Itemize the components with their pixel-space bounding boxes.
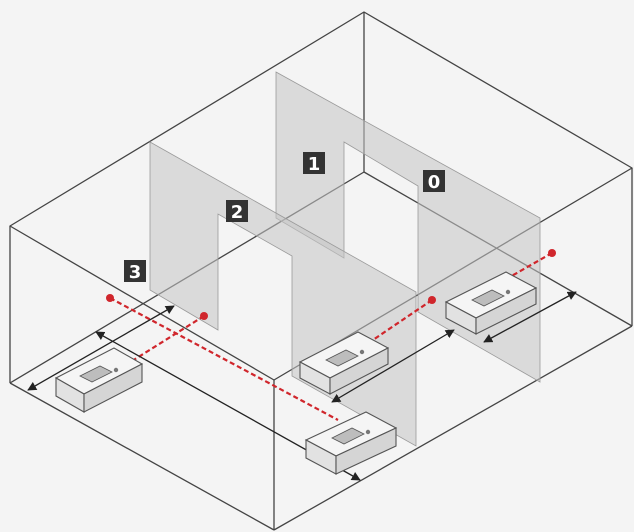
laser-dot-icon bbox=[548, 249, 556, 257]
laser-distance-meter-icon bbox=[298, 331, 390, 395]
laser-dot-icon bbox=[200, 312, 208, 320]
laser-distance-meter-icon bbox=[54, 347, 144, 413]
badge-0-label: 0 bbox=[428, 172, 441, 193]
device-button bbox=[365, 429, 371, 435]
badge-1: 1 bbox=[303, 152, 325, 175]
measure-arrow-length-0 bbox=[483, 291, 577, 343]
badge-2-label: 2 bbox=[231, 202, 244, 223]
laser-dots bbox=[106, 249, 556, 320]
device-front-face bbox=[475, 287, 537, 335]
device-screen bbox=[471, 289, 505, 307]
laser-distance-meter-icon bbox=[304, 411, 398, 475]
badge-3: 3 bbox=[124, 260, 146, 283]
badge-3-label: 3 bbox=[129, 262, 142, 283]
device-button bbox=[113, 367, 119, 373]
laser-dot-icon bbox=[106, 294, 114, 302]
measure-arrow-length-1 bbox=[331, 329, 455, 403]
device-front-face bbox=[335, 427, 397, 475]
laser-dot-icon bbox=[428, 296, 436, 304]
badge-2-box bbox=[226, 200, 248, 222]
laser-line-0 bbox=[493, 252, 553, 287]
device-button bbox=[359, 349, 365, 355]
devices bbox=[54, 271, 538, 475]
badge-0: 0 bbox=[423, 170, 445, 193]
badge-1-box bbox=[303, 152, 325, 174]
room-floor-right-edge bbox=[273, 325, 633, 531]
device-front-face bbox=[83, 363, 143, 413]
device-screen bbox=[79, 365, 113, 383]
badge-0-box bbox=[423, 170, 445, 192]
badge-1-label: 1 bbox=[308, 154, 321, 175]
device-screen bbox=[331, 427, 365, 445]
device-screen bbox=[325, 349, 359, 367]
badge-3-box bbox=[124, 260, 146, 282]
badge-2: 2 bbox=[226, 200, 248, 223]
device-front-face bbox=[329, 347, 389, 395]
measure-arrow-length-2 bbox=[27, 305, 175, 391]
laser-distance-meter-icon bbox=[444, 271, 538, 335]
device-button bbox=[505, 289, 511, 295]
